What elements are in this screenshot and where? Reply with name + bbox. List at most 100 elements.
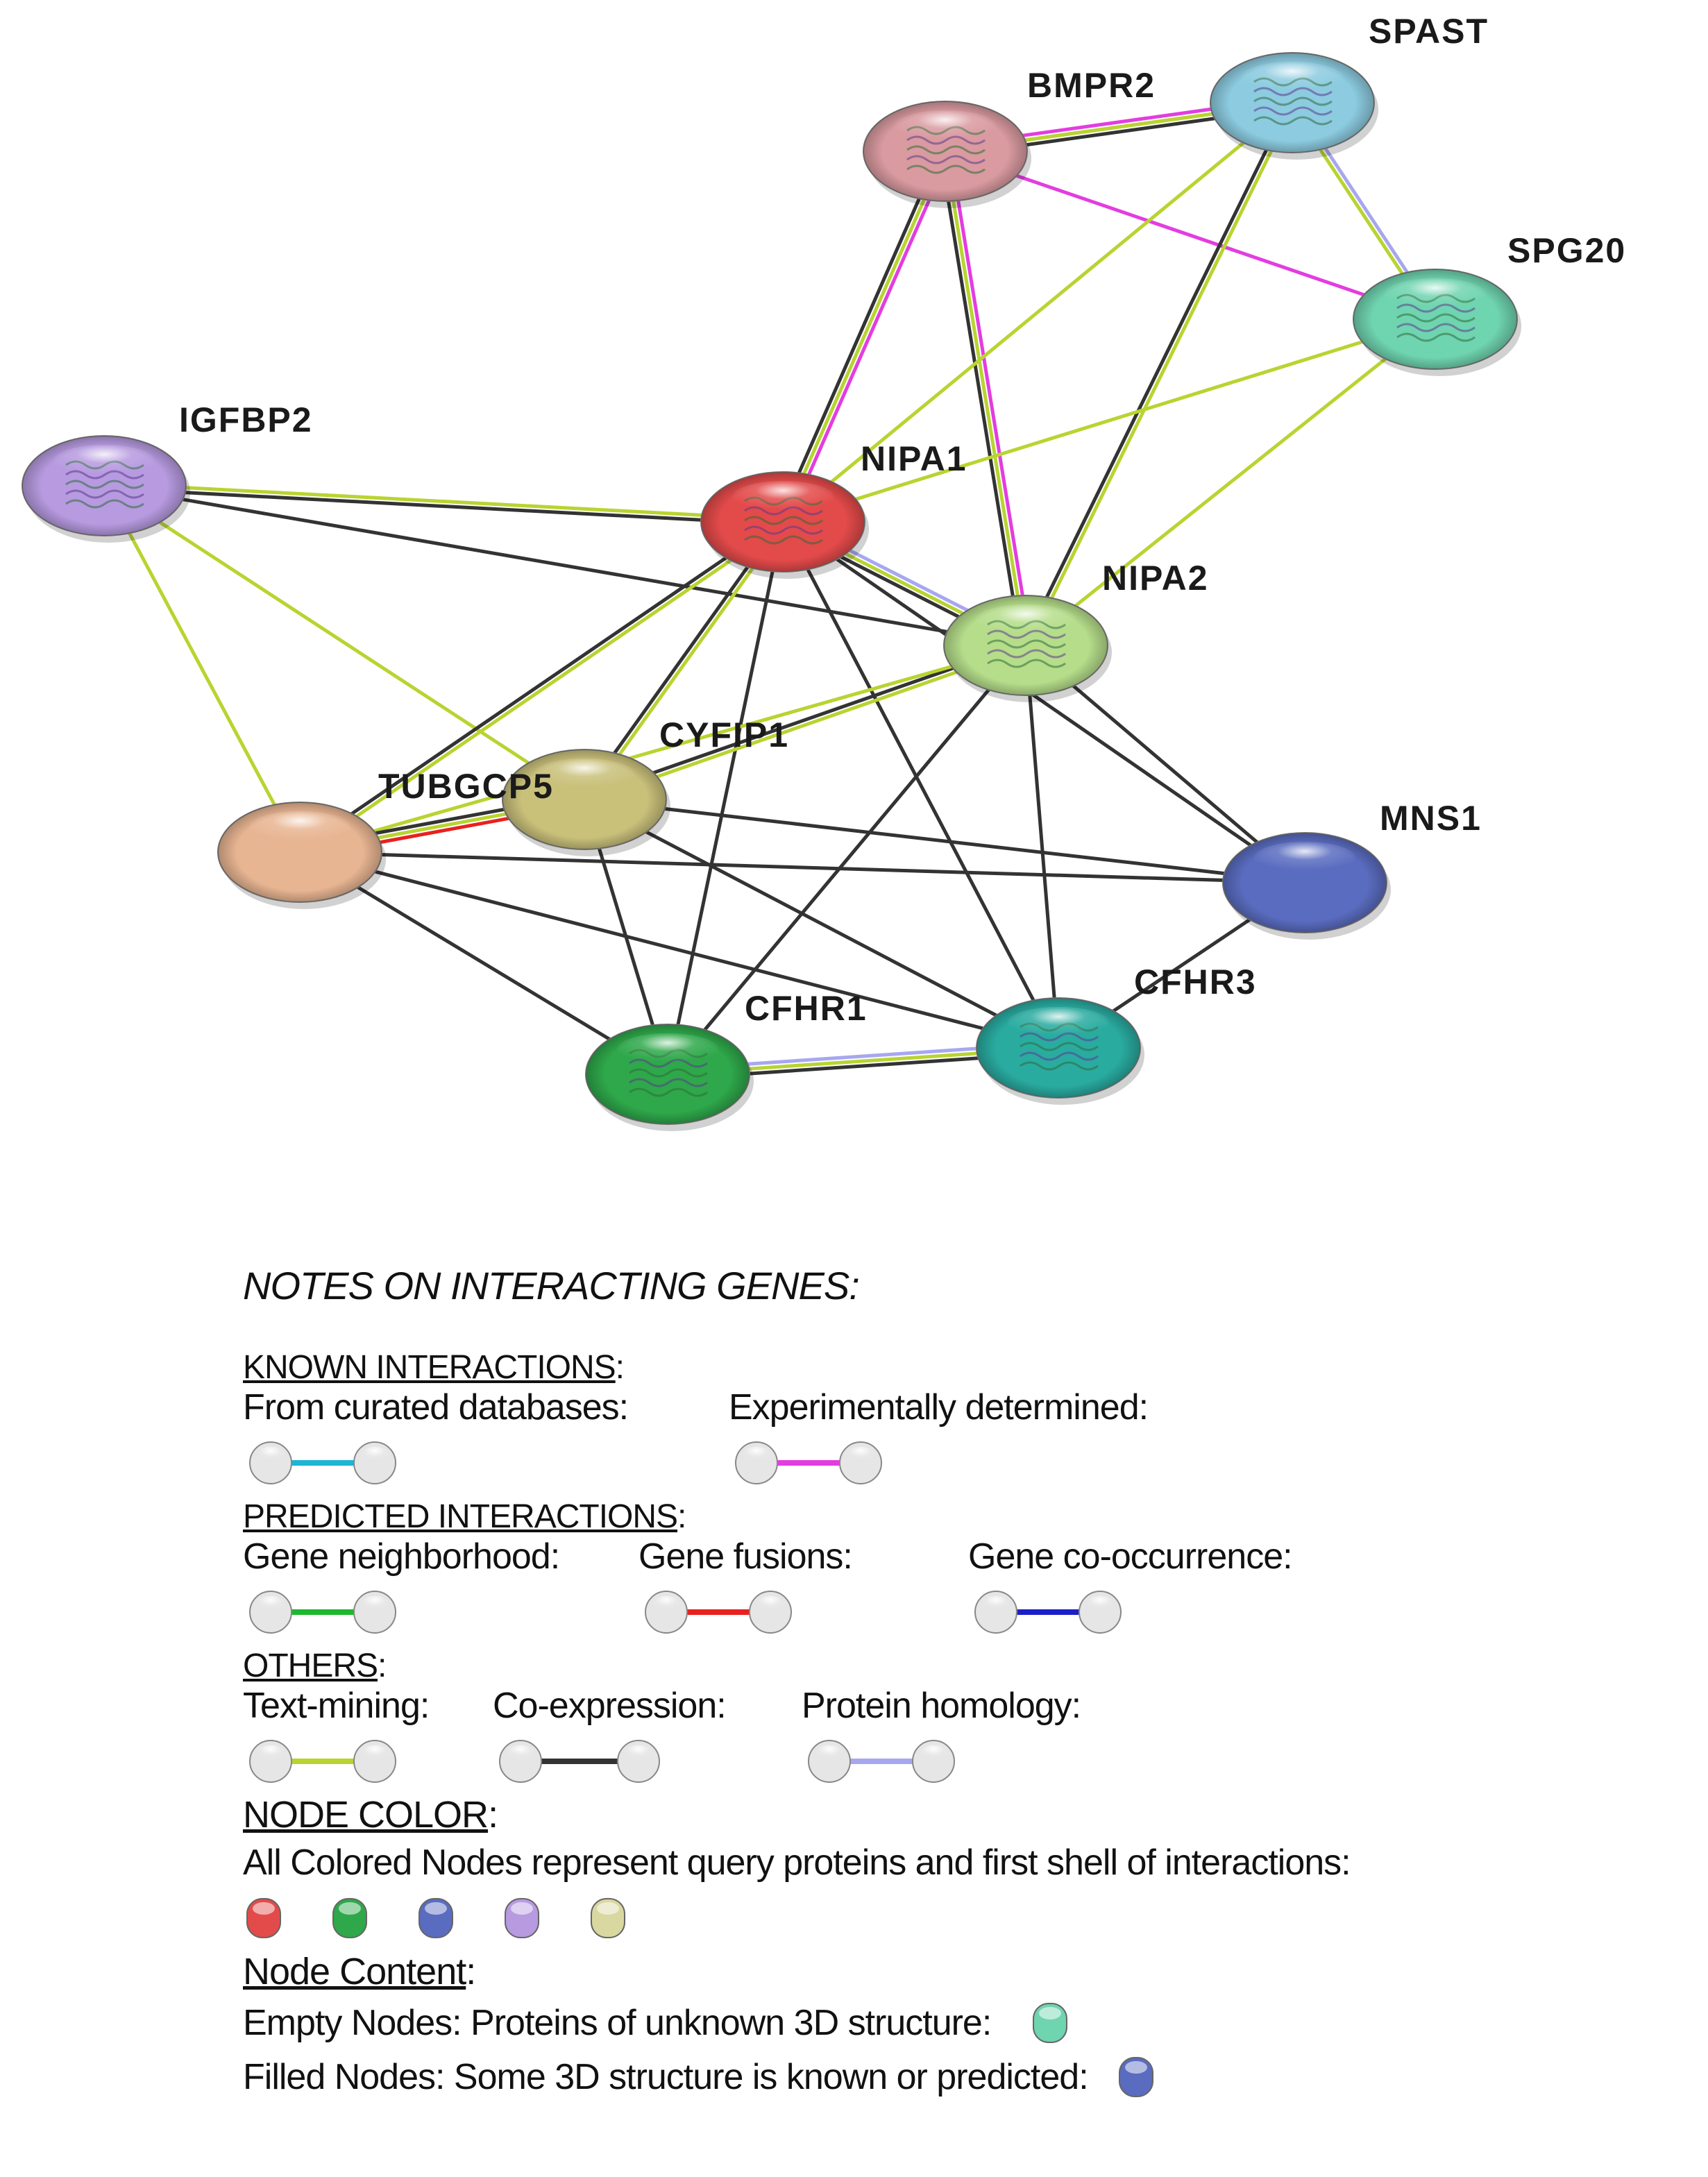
known-interactions-heading-text: KNOWN INTERACTIONS bbox=[243, 1349, 616, 1386]
node-igfbp2[interactable]: IGFBP2 bbox=[22, 400, 313, 543]
others-heading-suffix: : bbox=[378, 1647, 387, 1684]
node-gloss bbox=[894, 110, 997, 143]
node-label-cfhr1: CFHR1 bbox=[745, 989, 868, 1028]
edge-igfbp2-cyfip1 bbox=[102, 484, 586, 802]
edge-line-coexpression bbox=[582, 797, 1060, 1050]
edge-nipa2-cfhr1 bbox=[666, 643, 1028, 1076]
edge-tubgcp5-mns1 bbox=[298, 850, 1307, 885]
edge-sample-icon bbox=[499, 1740, 660, 1783]
legend: NOTES ON INTERACTING GENES: KNOWN INTERA… bbox=[243, 1263, 1666, 2101]
legend-item-cooccurrence: Gene co-occurrence: bbox=[968, 1536, 1454, 1640]
node-spg20[interactable]: SPG20 bbox=[1353, 231, 1626, 376]
edge-line-experimental bbox=[785, 151, 952, 526]
edge-line-coexpression bbox=[666, 643, 1028, 1076]
sample-node-gloss bbox=[257, 1446, 285, 1463]
edge-spg20-nipa2 bbox=[1024, 317, 1437, 647]
edge-bmpr2-nipa2 bbox=[938, 149, 1033, 648]
node-label-nipa1: NIPA1 bbox=[861, 439, 967, 478]
legend-item-fusion: Gene fusions: bbox=[639, 1536, 968, 1640]
node-color-heading-text: NODE COLOR bbox=[243, 1794, 489, 1836]
empty-node-swatch-icon bbox=[1033, 2003, 1068, 2043]
node-swatch-gloss bbox=[339, 1902, 361, 1915]
node-label-mns1: MNS1 bbox=[1380, 799, 1482, 838]
node-swatch-gloss bbox=[511, 1902, 533, 1915]
sample-node-gloss bbox=[815, 1745, 843, 1761]
edge-spg20-nipa1 bbox=[781, 317, 1437, 524]
node-nipa2[interactable]: NIPA2 bbox=[943, 559, 1209, 702]
legend-item-homology: Protein homology: bbox=[802, 1685, 1287, 1789]
node-color-swatch-icon bbox=[418, 1898, 453, 1938]
sample-node-gloss bbox=[847, 1446, 874, 1463]
edge-spast-nipa2 bbox=[1022, 99, 1296, 649]
filled-node-swatch-icon bbox=[1118, 2057, 1153, 2097]
edge-line-textmining bbox=[1024, 317, 1437, 647]
node-gloss bbox=[533, 758, 636, 791]
node-gloss bbox=[248, 811, 351, 844]
node-label-tubgcp5: TUBGCP5 bbox=[378, 767, 554, 806]
node-nipa1[interactable]: NIPA1 bbox=[700, 439, 967, 579]
node-tubgcp5[interactable]: TUBGCP5 bbox=[217, 767, 554, 909]
legend-item-label: Gene neighborhood: bbox=[243, 1536, 560, 1577]
edge-line-textmining bbox=[102, 484, 302, 854]
node-swatch-gloss bbox=[1124, 2061, 1147, 2074]
node-swatch-gloss bbox=[253, 1902, 275, 1915]
edge-line-experimental bbox=[948, 149, 1033, 647]
edge-line-coexpression bbox=[781, 520, 1307, 885]
node-gloss bbox=[1253, 841, 1356, 874]
sample-node-gloss bbox=[361, 1745, 389, 1761]
node-gloss bbox=[1007, 1006, 1110, 1040]
edge-sample-icon bbox=[249, 1591, 396, 1634]
edge-sample-icon bbox=[735, 1441, 882, 1484]
others-heading: OTHERS: bbox=[243, 1647, 1666, 1685]
node-color-heading-suffix: : bbox=[488, 1794, 498, 1836]
node-swatch-gloss bbox=[1039, 2007, 1062, 2019]
edge-sample-icon bbox=[645, 1591, 792, 1634]
node-content-heading-suffix: : bbox=[466, 1951, 476, 1992]
edge-nipa1-cfhr3 bbox=[781, 520, 1060, 1050]
node-color-swatches bbox=[243, 1890, 1666, 1946]
node-content-heading-text: Node Content bbox=[243, 1951, 466, 1992]
edge-nipa2-cfhr3 bbox=[1024, 643, 1060, 1050]
edge-tubgcp5-cfhr1 bbox=[298, 850, 670, 1076]
edge-line-coexpression bbox=[1022, 99, 1292, 646]
node-label-nipa2: NIPA2 bbox=[1102, 559, 1209, 598]
known-interactions-heading-suffix: : bbox=[615, 1349, 625, 1386]
edge-line-coexpression bbox=[102, 486, 785, 526]
empty-nodes-label: Empty Nodes: Proteins of unknown 3D stru… bbox=[243, 2003, 992, 2043]
edge-cyfip1-cfhr3 bbox=[582, 797, 1060, 1050]
edge-line-coexpression bbox=[666, 520, 785, 1076]
node-swatch-gloss bbox=[597, 1902, 619, 1915]
sample-node-gloss bbox=[625, 1745, 652, 1761]
edge-nipa2-tubgcp5 bbox=[298, 643, 1028, 854]
edge-nipa1-mns1 bbox=[781, 520, 1307, 885]
node-bmpr2[interactable]: BMPR2 bbox=[863, 66, 1156, 208]
node-cfhr3[interactable]: CFHR3 bbox=[976, 963, 1257, 1105]
edge-line-coexpression bbox=[298, 850, 1060, 1050]
sample-node-gloss bbox=[1086, 1595, 1114, 1612]
node-spast[interactable]: SPAST bbox=[1210, 12, 1489, 160]
legend-item-label: Gene co-occurrence: bbox=[968, 1536, 1293, 1577]
node-gloss bbox=[53, 444, 155, 477]
node-label-spast: SPAST bbox=[1369, 12, 1489, 51]
legend-item-database: From curated databases: bbox=[243, 1387, 729, 1491]
edge-sample-icon bbox=[249, 1441, 396, 1484]
edge-spast-nipa1 bbox=[781, 101, 1294, 524]
sample-node-gloss bbox=[257, 1595, 285, 1612]
node-cyfip1[interactable]: CYFIP1 bbox=[502, 715, 789, 856]
edge-line-textmining bbox=[943, 149, 1028, 647]
known-interactions-heading: KNOWN INTERACTIONS: bbox=[243, 1348, 1666, 1387]
edge-line-coexpression bbox=[102, 484, 1028, 647]
node-mns1[interactable]: MNS1 bbox=[1222, 799, 1482, 940]
predicted-interactions-heading-text: PREDICTED INTERACTIONS bbox=[243, 1498, 678, 1535]
node-gloss bbox=[616, 1033, 719, 1066]
edge-line-coexpression bbox=[1024, 643, 1060, 1050]
sample-node-gloss bbox=[920, 1745, 947, 1761]
node-label-cfhr3: CFHR3 bbox=[1134, 963, 1257, 1001]
edge-cyfip1-mns1 bbox=[582, 797, 1307, 885]
edge-igfbp2-nipa1 bbox=[102, 482, 785, 526]
edge-line-textmining bbox=[781, 317, 1437, 524]
known-interactions-items: From curated databases:Experimentally de… bbox=[243, 1387, 1666, 1491]
edge-sample-icon bbox=[808, 1740, 955, 1783]
node-cfhr1[interactable]: CFHR1 bbox=[585, 989, 868, 1131]
